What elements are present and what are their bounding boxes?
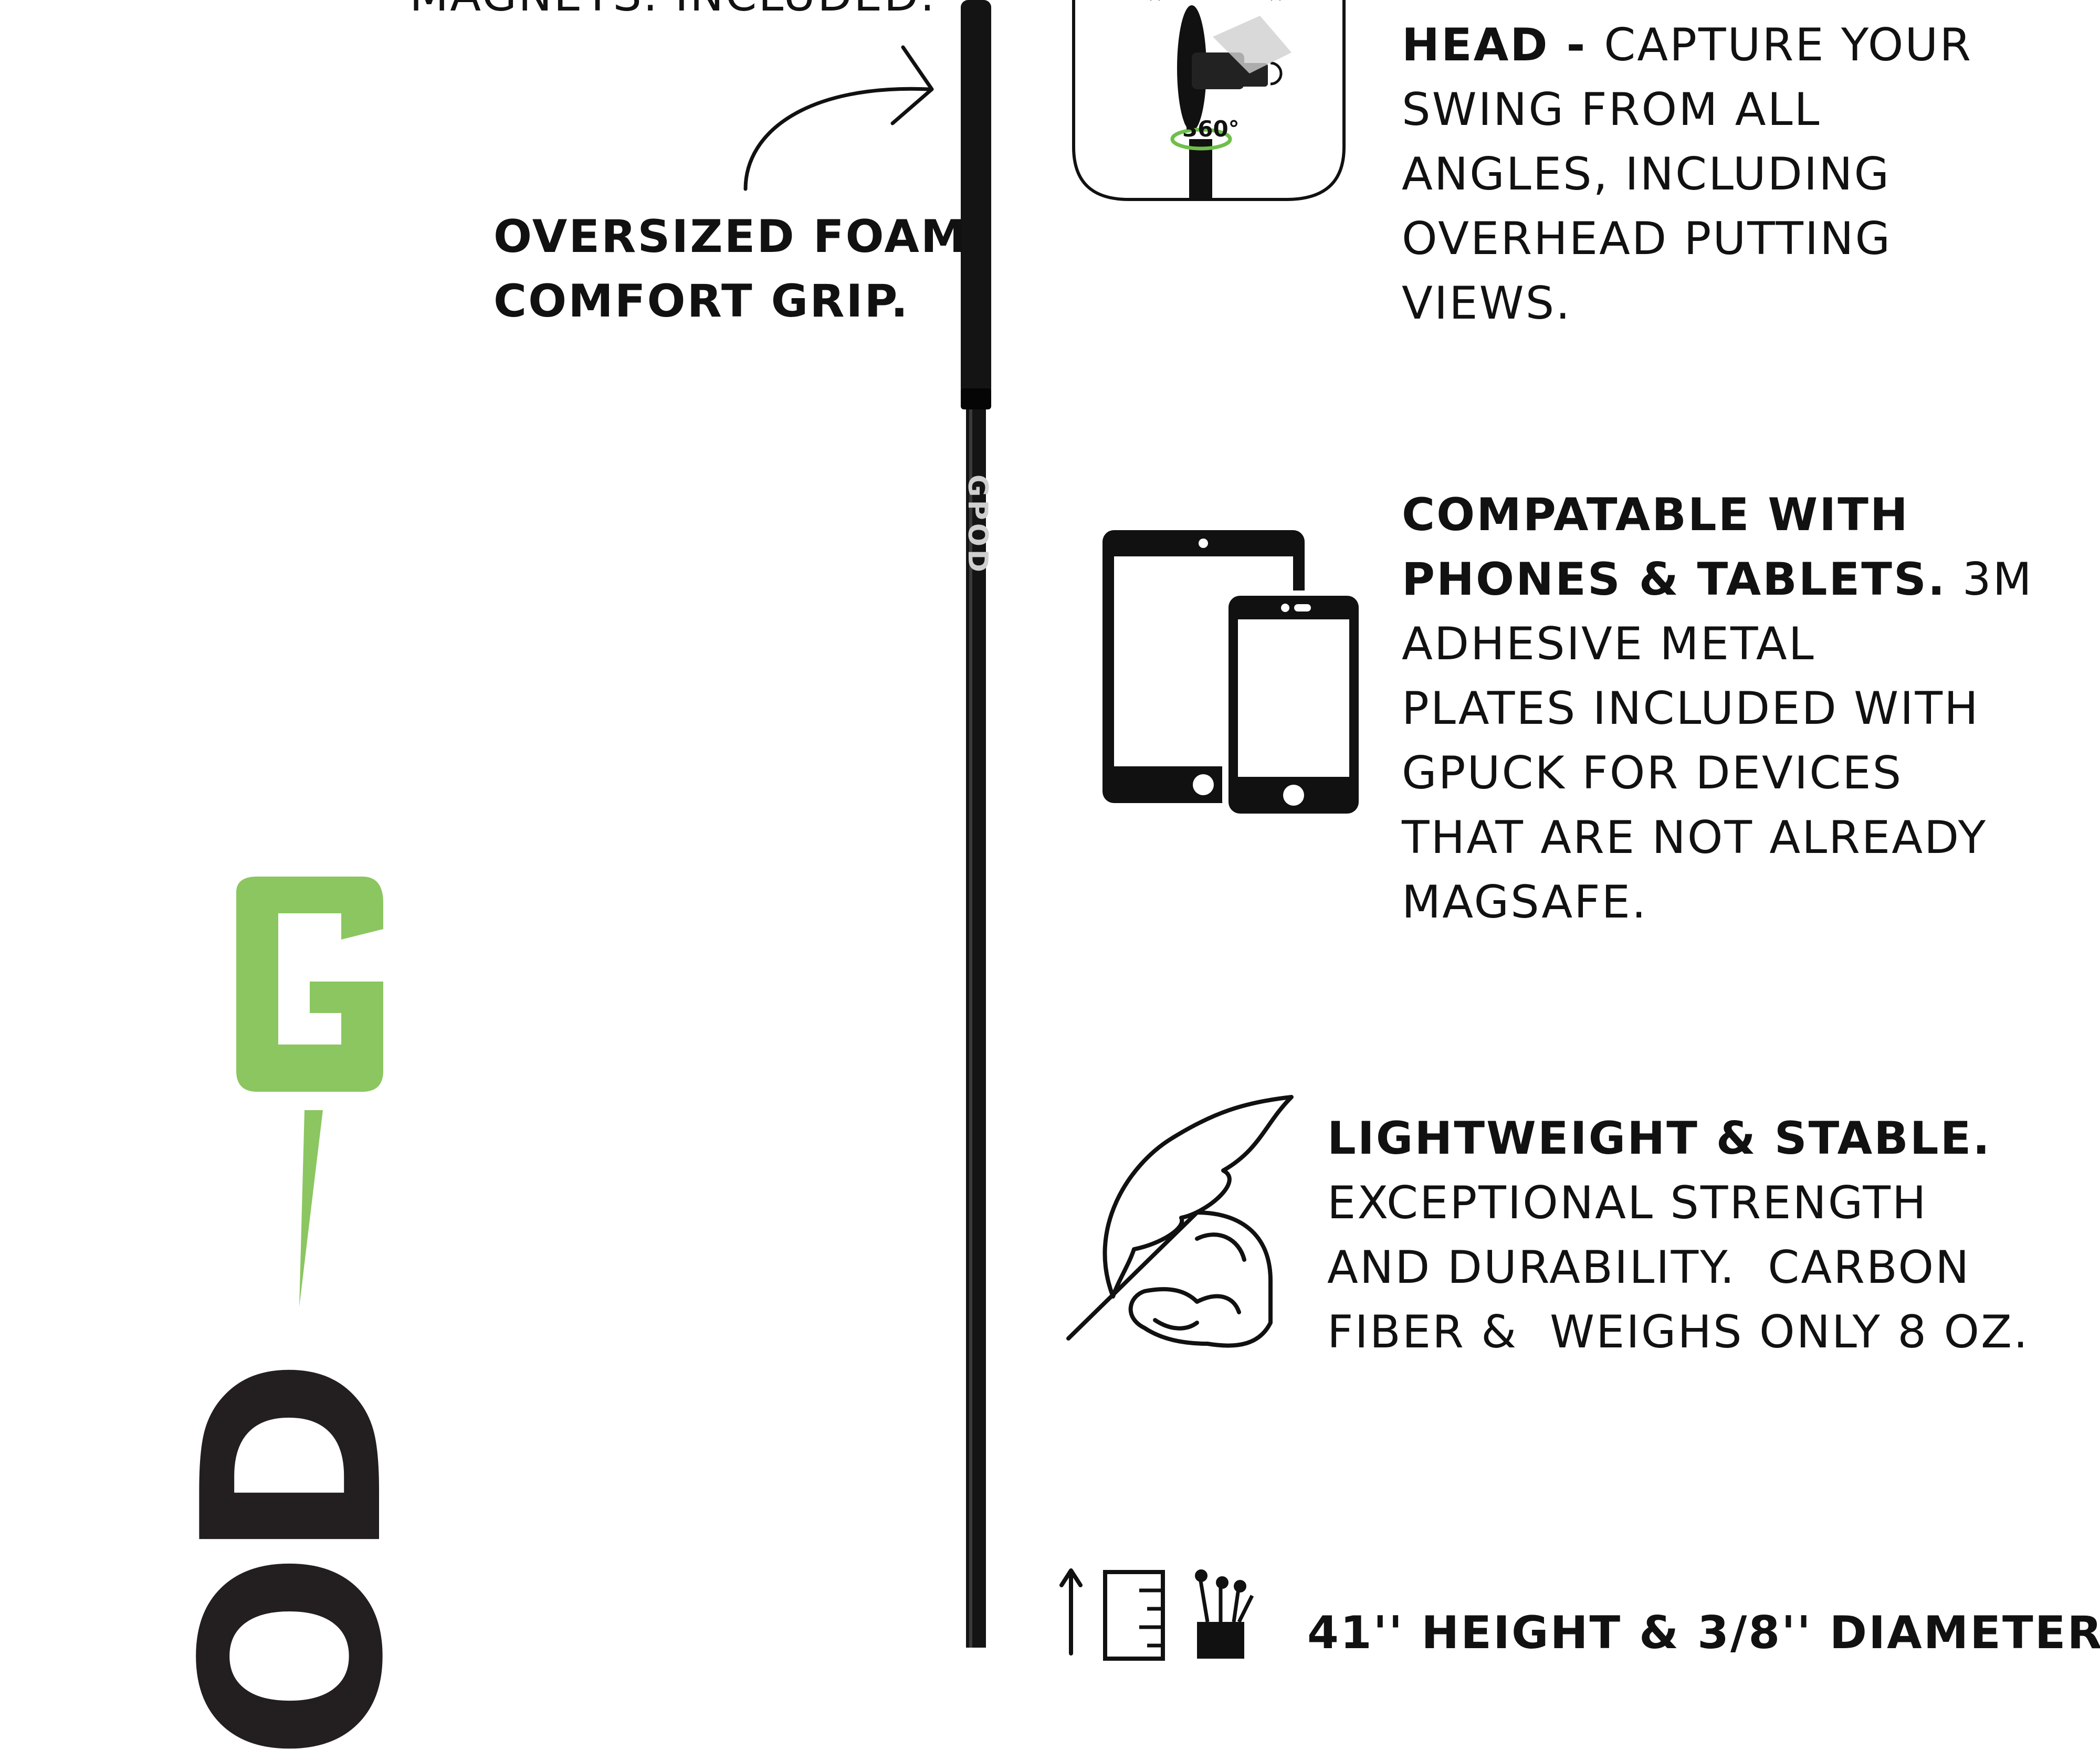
head-rest: CAPTURE YOUR <box>1604 19 1973 71</box>
phone-tablet-icon <box>1102 530 1359 814</box>
rotating-mount-icon: 360° <box>1072 0 1346 201</box>
shaft-logo: GPOD <box>962 474 993 576</box>
compat-line-4: PLATES INCLUDED WITH <box>1402 682 1980 735</box>
grip-line-1: OVERSIZED FOAM <box>494 210 968 263</box>
light-line-2: AND DURABILITY. CARBON <box>1327 1241 1971 1294</box>
height-text: 41'' HEIGHT & 3/8'' DIAMETER. <box>1307 1607 2100 1659</box>
tripod-pole <box>961 0 991 1648</box>
compat-line-3: ADHESIVE METAL <box>1402 618 1815 670</box>
compat-line-5: GPUCK FOR DEVICES <box>1402 747 1903 799</box>
compat-rest: 3M <box>1946 553 2033 606</box>
light-line-3: FIBER & WEIGHS ONLY 8 OZ. <box>1327 1306 2030 1358</box>
ruler-golf-bag-icon <box>1059 1568 1254 1661</box>
brand-wordmark: OD <box>150 1367 437 1761</box>
grip-line-2: COMFORT GRIP. <box>494 275 910 328</box>
compat-line-7: MAGSAFE. <box>1402 876 1648 929</box>
head-line-3: ANGLES, INCLUDING <box>1402 148 1891 201</box>
compat-bold: PHONES & TABLETS. <box>1402 553 1947 606</box>
magnets-caption: MAGNETS. INCLUDED. <box>410 0 936 28</box>
pointer-arrow <box>743 45 934 191</box>
rotation-label: 360° <box>1182 116 1240 142</box>
light-bold: LIGHTWEIGHT & STABLE. <box>1327 1112 1991 1165</box>
compat-line-6: THAT ARE NOT ALREADY <box>1402 811 1988 864</box>
head-line-5: VIEWS. <box>1402 277 1572 330</box>
compat-line-1: COMPATABLE WITH <box>1402 489 1909 541</box>
light-line-1: EXCEPTIONAL STRENGTH <box>1327 1177 1928 1229</box>
g-logo-icon <box>236 877 383 1307</box>
head-lead: HEAD - <box>1402 19 1604 71</box>
head-line-1: HEAD - CAPTURE YOUR <box>1402 13 1972 78</box>
compat-line-2: PHONES & TABLETS. 3M <box>1402 547 2033 612</box>
head-line-4: OVERHEAD PUTTING <box>1402 213 1892 265</box>
feather-muscle-icon <box>1066 1095 1294 1348</box>
head-line-2: SWING FROM ALL <box>1402 83 1821 136</box>
